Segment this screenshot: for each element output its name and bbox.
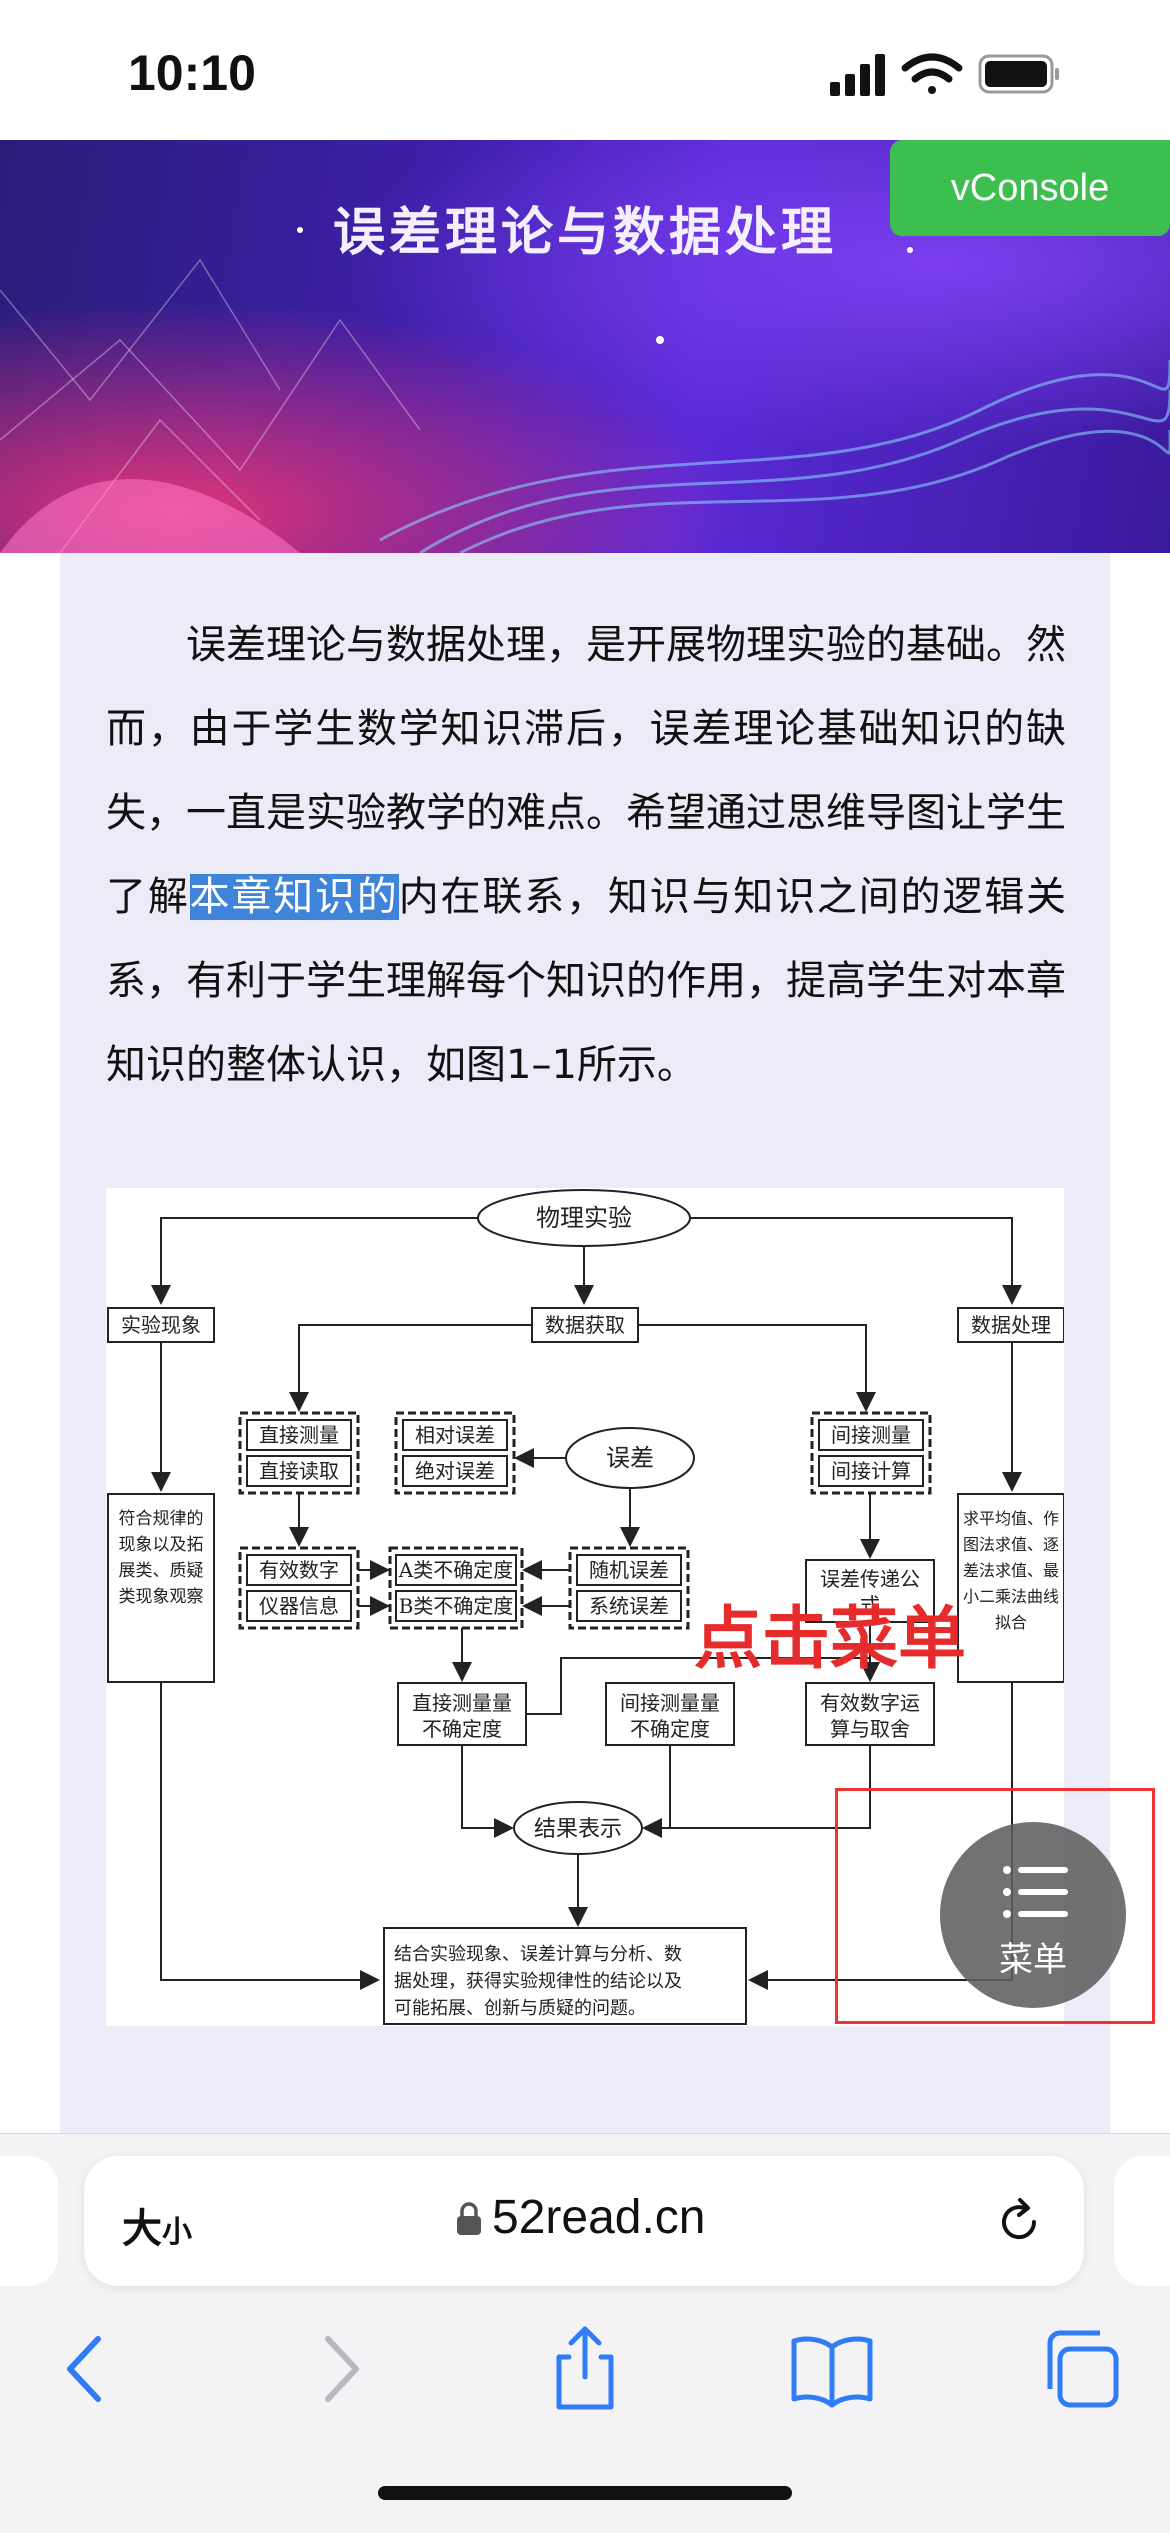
tabs-icon[interactable] — [1030, 2319, 1130, 2419]
paragraph-text-after: 内在联系，知识与知识之间的逻辑关系，有利于学生理解每个知识的作用，提高学生对本章… — [106, 874, 1067, 1088]
status-icons — [830, 53, 1059, 96]
label-sig-ops-2: 算与取舍 — [830, 1717, 910, 1741]
address-bar[interactable]: 大小 52read.cn — [84, 2156, 1084, 2286]
label-sig-digits: 有效数字 — [259, 1558, 339, 1582]
article-card: 误差理论与数据处理，是开展物理实验的基础。然而，由于学生数学知识滞后，误差理论基… — [60, 553, 1110, 2133]
conclusion-line-1: 结合实验现象、误差计算与分析、数 — [394, 1944, 682, 1965]
label-sig-ops-1: 有效数字运 — [820, 1691, 920, 1715]
mind-map-figure: 物理实验 实验现象 数据获取 数据处理 直接测量 直接读取 相对误差 绝对误差 … — [106, 1188, 1065, 2026]
status-bar: 10:10 — [0, 0, 1170, 140]
page-title: 误差理论与数据处理 — [332, 202, 837, 263]
battery-icon — [978, 54, 1059, 94]
right-box-line-2: 图法求值、逐 — [963, 1535, 1059, 1554]
label-system-error: 系统误差 — [589, 1594, 669, 1618]
right-box-line-4: 小二乘法曲线 — [963, 1587, 1059, 1606]
paragraph-text-before: 误差理论与数据处理，是开展物理实验的基础。然而，由于学生数学知识滞后，误差理论基… — [106, 622, 1066, 920]
article-paragraph: 误差理论与数据处理，是开展物理实验的基础。然而，由于学生数学知识滞后，误差理论基… — [106, 603, 1066, 1107]
right-box-line-5: 拟合 — [995, 1613, 1027, 1632]
label-data-processing: 数据处理 — [971, 1313, 1051, 1337]
text-size-button[interactable]: 大小 — [122, 2206, 192, 2252]
mind-map-diagram: 物理实验 实验现象 数据获取 数据处理 直接测量 直接读取 相对误差 绝对误差 … — [107, 1189, 1065, 2025]
bookmarks-icon[interactable] — [782, 2319, 882, 2419]
annotation-highlight-box — [835, 1788, 1155, 2024]
label-direct-unc-2: 不确定度 — [422, 1717, 502, 1741]
conclusion-line-3: 可能拓展、创新与质疑的问题。 — [394, 1998, 646, 2019]
left-box-line-2: 现象以及拓 — [119, 1535, 204, 1555]
menu-icon — [1003, 1866, 1068, 1918]
share-icon[interactable] — [535, 2319, 635, 2419]
status-time: 10:10 — [128, 45, 256, 101]
label-indirect-measure: 间接测量 — [831, 1423, 911, 1447]
label-instrument-info: 仪器信息 — [259, 1594, 339, 1618]
browser-toolbar — [0, 2319, 1170, 2429]
wifi-icon — [901, 53, 963, 94]
label-indirect-calc: 间接计算 — [831, 1459, 911, 1483]
vconsole-button[interactable]: vConsole — [890, 140, 1170, 236]
left-box-line-3: 展类、质疑 — [119, 1561, 204, 1581]
banner-decoration — [0, 227, 1170, 553]
label-physics-experiment: 物理实验 — [536, 1204, 632, 1232]
label-experiment-phenomena: 实验现象 — [121, 1313, 201, 1337]
label-propagation-1: 误差传递公 — [820, 1567, 920, 1591]
menu-button-label: 菜单 — [999, 1940, 1067, 1980]
conclusion-line-2: 据处理，获得实验规律性的结论以及 — [394, 1971, 682, 1992]
menu-button[interactable]: 菜单 — [940, 1822, 1126, 2008]
label-direct-unc-1: 直接测量量 — [412, 1691, 512, 1715]
label-propagation-2: 式 — [860, 1593, 880, 1617]
previous-tab-preview[interactable] — [0, 2156, 58, 2286]
label-indirect-unc-2: 不确定度 — [630, 1717, 710, 1741]
back-icon[interactable] — [38, 2319, 138, 2419]
url-text[interactable]: 52read.cn — [492, 2191, 706, 2244]
label-result: 结果表示 — [534, 1817, 622, 1842]
label-type-a: A类不确定度 — [398, 1558, 513, 1582]
label-type-b: B类不确定度 — [399, 1594, 514, 1618]
cellular-signal-icon — [830, 54, 885, 96]
label-direct-read: 直接读取 — [259, 1459, 339, 1483]
annotation-text: 点击菜单 — [694, 1600, 967, 1679]
home-indicator — [378, 2486, 792, 2500]
left-box-line-1: 符合规律的 — [119, 1509, 204, 1529]
label-error: 误差 — [606, 1444, 654, 1472]
label-absolute-error: 绝对误差 — [415, 1459, 495, 1483]
next-tab-preview[interactable] — [1114, 2156, 1170, 2286]
right-box-line-3: 差法求值、最 — [963, 1561, 1059, 1580]
forward-icon[interactable] — [288, 2319, 388, 2419]
reload-icon[interactable] — [994, 2196, 1044, 2246]
label-indirect-unc-1: 间接测量量 — [620, 1691, 720, 1715]
page-banner: 误差理论与数据处理 vConsole — [0, 140, 1170, 553]
label-direct-measure: 直接测量 — [259, 1423, 339, 1447]
browser-bottom-bar: 大小 52read.cn — [0, 2133, 1170, 2533]
lock-icon — [457, 2202, 481, 2235]
right-box-line-1: 求平均值、作 — [963, 1509, 1059, 1528]
label-relative-error: 相对误差 — [415, 1423, 495, 1447]
left-box-line-4: 类现象观察 — [119, 1587, 204, 1607]
selected-text[interactable]: 本章知识的 — [189, 874, 399, 920]
label-data-acquisition: 数据获取 — [545, 1313, 625, 1337]
label-random-error: 随机误差 — [589, 1558, 669, 1582]
